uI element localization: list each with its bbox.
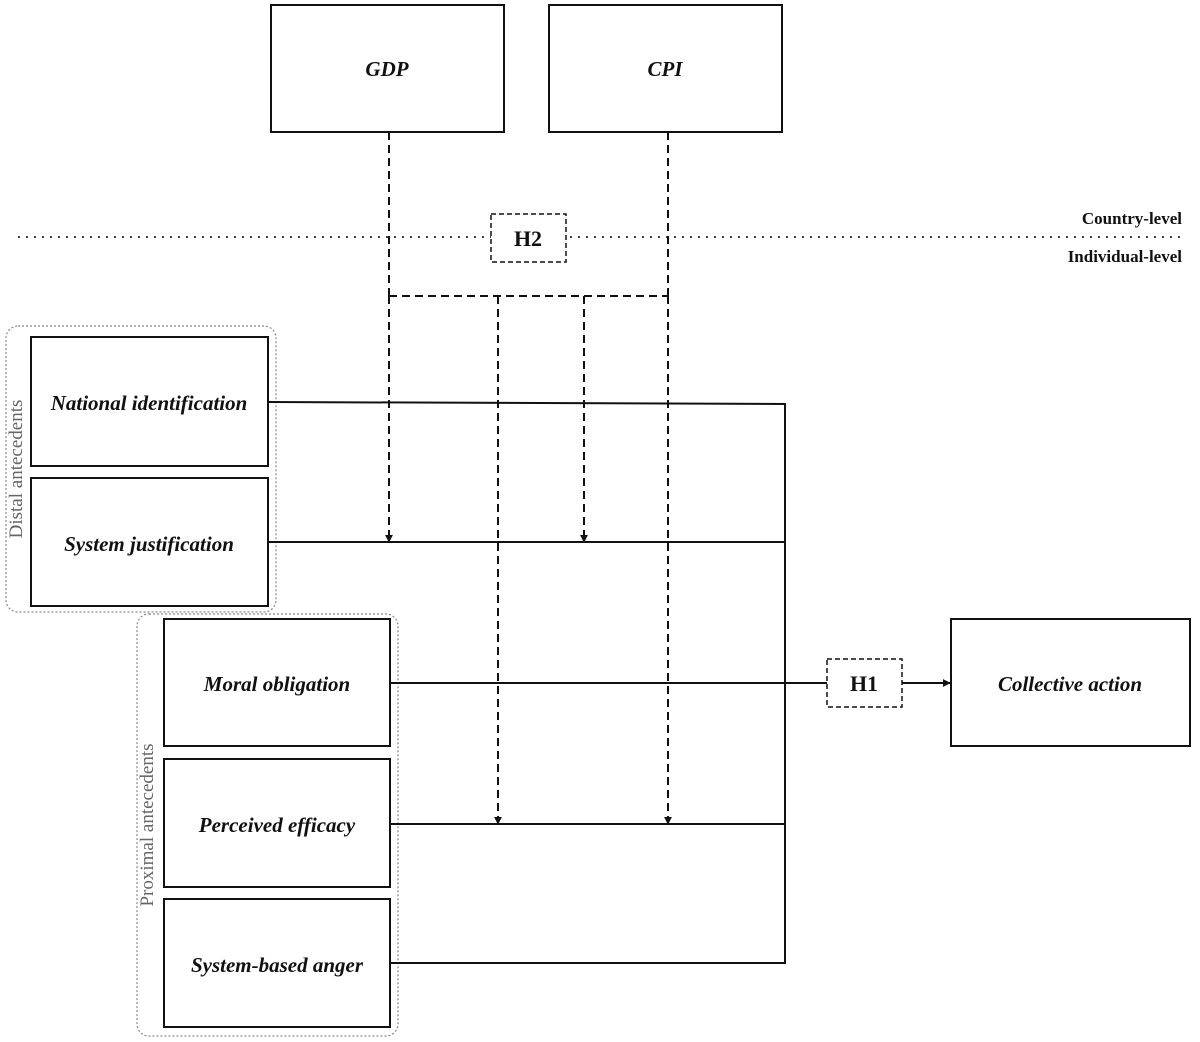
- perceived-efficacy-node: Perceived efficacy: [163, 758, 391, 888]
- cpi-label: CPI: [647, 57, 683, 81]
- proximal-antecedents-group: Proximal antecedents: [136, 613, 399, 1037]
- h2-label: H2: [514, 226, 542, 251]
- system-based-anger-label: System-based anger: [191, 953, 364, 977]
- proximal-antecedents-label: Proximal antecedents: [137, 743, 158, 906]
- gdp-node: GDP: [270, 4, 505, 133]
- cpi-node: CPI: [548, 4, 783, 133]
- national-identification-label: National identification: [50, 391, 248, 415]
- perceived-efficacy-label: Perceived efficacy: [198, 813, 356, 837]
- h1-label: H1: [850, 671, 878, 696]
- collective-action-node: Collective action: [950, 618, 1191, 747]
- individual-level-label: Individual-level: [1068, 247, 1183, 266]
- h2-hypothesis: H2: [490, 213, 567, 263]
- distal-antecedents-group: Distal antecedents: [5, 325, 277, 613]
- collective-action-label: Collective action: [998, 672, 1142, 696]
- country-level-label: Country-level: [1082, 209, 1182, 228]
- distal-antecedents-label: Distal antecedents: [6, 400, 27, 539]
- system-justification-node: System justification: [30, 477, 269, 607]
- moral-obligation-node: Moral obligation: [163, 618, 391, 747]
- national-identification-node: National identification: [30, 336, 269, 467]
- gdp-label: GDP: [365, 57, 408, 81]
- h1-hypothesis: H1: [826, 658, 903, 708]
- system-justification-label: System justification: [64, 532, 234, 556]
- system-based-anger-node: System-based anger: [163, 898, 391, 1028]
- moral-obligation-label: Moral obligation: [203, 672, 350, 696]
